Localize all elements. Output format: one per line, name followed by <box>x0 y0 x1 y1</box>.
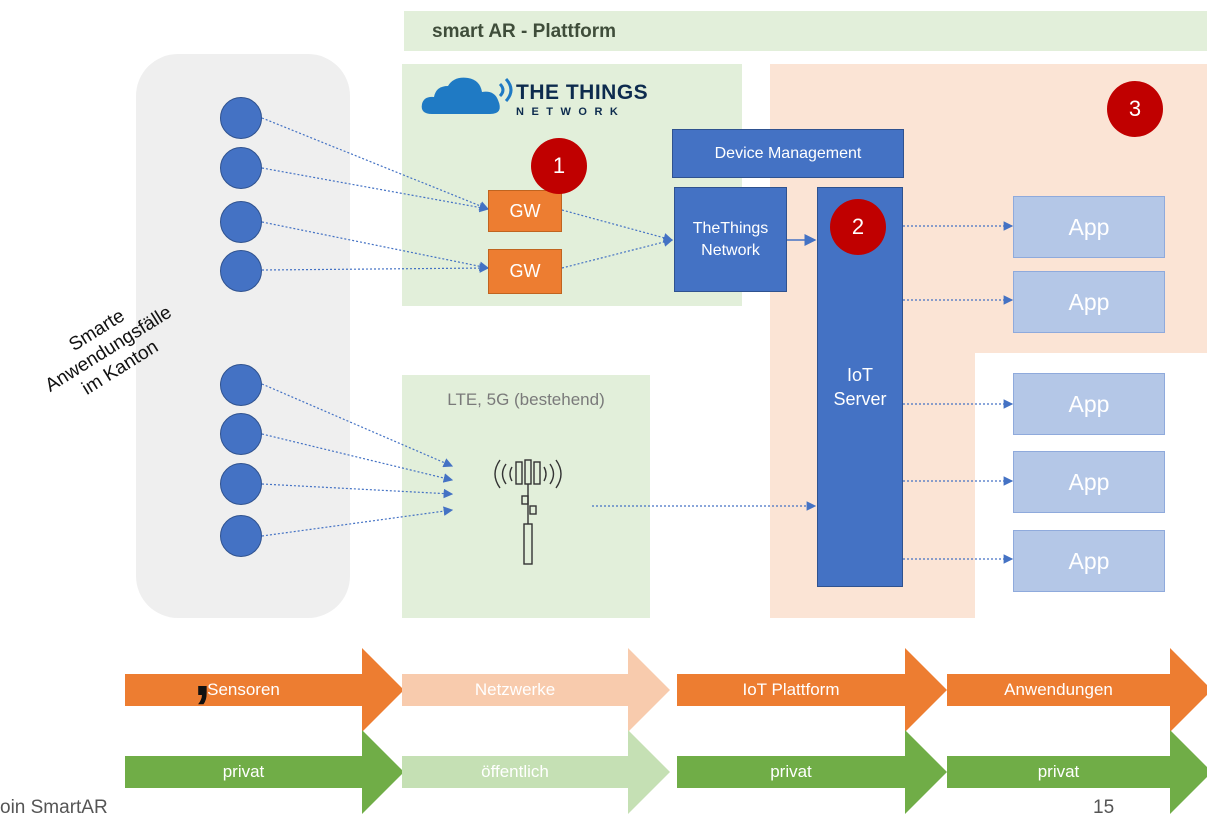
link-sensor2-gw1 <box>261 167 490 213</box>
flow-label-netzwerke: Netzwerke <box>474 680 556 699</box>
platform-band <box>404 11 1207 51</box>
gateway-node: GW <box>488 249 562 294</box>
link-sensor6-tower <box>261 433 454 483</box>
flow-label-privat-3: privat <box>1037 762 1080 781</box>
link-sensor4-gw2 <box>261 263 490 273</box>
ttn-logo: THE THINGS NETWORK <box>516 82 648 120</box>
marker-2: 2 <box>830 199 886 255</box>
sensor-dot <box>220 97 262 139</box>
flow-arrows <box>125 648 1207 814</box>
device-management-node: Device Management <box>672 129 904 178</box>
flow-arrow-oeffentlich <box>402 730 670 814</box>
ttn-logo-line2: NETWORK <box>516 106 626 118</box>
iot-server-line1: IoT <box>846 365 873 385</box>
sensor-dot <box>220 364 262 406</box>
flow-arrow-iot-plattform <box>677 648 947 732</box>
marker-1: 1 <box>531 138 587 194</box>
thethings-line2: Network <box>701 241 760 259</box>
flow-arrow-privat-2 <box>677 730 947 814</box>
flow-label-privat-1: privat <box>222 762 265 781</box>
flow-label-oeffentlich: öffentlich <box>481 762 549 781</box>
link-sensor7-tower <box>261 483 454 499</box>
stray-comma: , <box>194 641 211 708</box>
app-box: App <box>1013 196 1165 258</box>
link-sensor3-gw2 <box>261 221 490 272</box>
sensor-dot <box>220 201 262 243</box>
gateway-node: GW <box>488 190 562 232</box>
lte-title: LTE, 5G (bestehend) <box>447 390 605 409</box>
cloud-icon <box>421 77 513 114</box>
sensor-dot <box>220 250 262 292</box>
page-number: 15 <box>1093 797 1115 818</box>
app-box: App <box>1013 373 1165 435</box>
thethings-line1: TheThings <box>692 219 769 237</box>
marker-3: 3 <box>1107 81 1163 137</box>
flow-arrow-privat-1 <box>125 730 404 814</box>
app-box: App <box>1013 451 1165 513</box>
flow-arrow-sensoren <box>125 648 404 732</box>
app-box: App <box>1013 530 1165 592</box>
cell-tower-icon <box>494 459 562 565</box>
flow-label-sensoren: Sensoren <box>207 680 280 699</box>
iot-server-line2: Server <box>833 389 887 409</box>
flow-label-privat-2: privat <box>770 762 812 781</box>
thethings-network-node: TheThings Network <box>674 187 787 292</box>
flow-arrow-privat-3 <box>947 730 1207 814</box>
platform-title: smart AR - Plattform <box>432 21 617 42</box>
sensor-dot <box>220 463 262 505</box>
link-sensor5-tower <box>261 383 454 468</box>
link-sensor1-gw1 <box>261 117 490 211</box>
sensor-dot <box>220 147 262 189</box>
link-gw2-ttn <box>561 237 674 269</box>
ttn-logo-line1: THE THINGS <box>516 81 649 104</box>
flow-label-anwendungen: Anwendungen <box>1004 680 1113 699</box>
sensor-dot <box>220 515 262 557</box>
flow-label-iot-plattform: IoT Plattform <box>742 680 840 699</box>
link-gw1-ttn <box>561 209 674 243</box>
footer-left-text: oin SmartAR <box>0 797 108 818</box>
app-box: App <box>1013 271 1165 333</box>
flow-arrow-netzwerke <box>402 648 670 732</box>
flow-arrow-anwendungen <box>947 648 1207 732</box>
link-sensor8-tower <box>261 506 454 537</box>
sensor-dot <box>220 413 262 455</box>
